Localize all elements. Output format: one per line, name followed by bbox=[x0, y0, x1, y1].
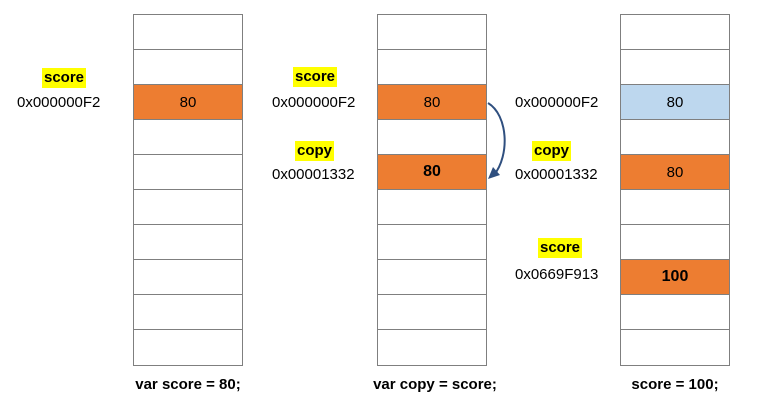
memory-cell bbox=[621, 330, 729, 365]
memory-cell bbox=[621, 295, 729, 330]
memory-cell bbox=[621, 120, 729, 155]
variable-label-copy: copy bbox=[532, 141, 572, 161]
memory-cell-score: 80 bbox=[134, 85, 242, 120]
memory-cell bbox=[378, 190, 486, 225]
address-label: 0x000000F2 bbox=[515, 94, 599, 111]
memory-cell bbox=[134, 15, 242, 50]
memory-cell bbox=[134, 155, 242, 190]
code-caption-1: var score = 80; bbox=[135, 376, 241, 393]
memory-cell bbox=[621, 225, 729, 260]
variable-label-score: score bbox=[293, 67, 338, 87]
memory-stack-2: 80 80 bbox=[377, 14, 487, 366]
memory-cell bbox=[378, 15, 486, 50]
memory-cell-score: 80 bbox=[378, 85, 486, 120]
memory-cell bbox=[134, 225, 242, 260]
memory-cell bbox=[378, 295, 486, 330]
memory-cell-copy: 80 bbox=[621, 155, 729, 190]
memory-cell bbox=[378, 330, 486, 365]
memory-cell bbox=[134, 295, 242, 330]
memory-cell bbox=[378, 120, 486, 155]
variable-label-score: score bbox=[538, 238, 583, 258]
address-label: 0x00001332 bbox=[515, 166, 598, 183]
memory-cell bbox=[621, 190, 729, 225]
memory-stack-3: 80 80 100 bbox=[620, 14, 730, 366]
memory-cell bbox=[134, 260, 242, 295]
address-label: 0x000000F2 bbox=[17, 94, 101, 111]
memory-cell bbox=[621, 50, 729, 85]
copy-arrow-icon bbox=[487, 102, 506, 179]
memory-cell bbox=[134, 120, 242, 155]
memory-cell bbox=[378, 50, 486, 85]
memory-cell-released: 80 bbox=[621, 85, 729, 120]
memory-cell bbox=[134, 190, 242, 225]
memory-cell bbox=[134, 50, 242, 85]
memory-cell-copy: 80 bbox=[378, 155, 486, 190]
address-label: 0x00001332 bbox=[272, 166, 355, 183]
address-label: 0x000000F2 bbox=[272, 94, 356, 111]
memory-cell bbox=[378, 260, 486, 295]
memory-stack-1: 80 bbox=[133, 14, 243, 366]
variable-label-score: score bbox=[42, 68, 87, 88]
memory-cell bbox=[134, 330, 242, 365]
memory-cell bbox=[621, 15, 729, 50]
variable-label-copy: copy bbox=[295, 141, 335, 161]
code-caption-3: score = 100; bbox=[631, 376, 719, 393]
memory-cell-score: 100 bbox=[621, 260, 729, 295]
address-label: 0x0669F913 bbox=[515, 266, 599, 283]
code-caption-2: var copy = score; bbox=[373, 376, 497, 393]
memory-cell bbox=[378, 225, 486, 260]
